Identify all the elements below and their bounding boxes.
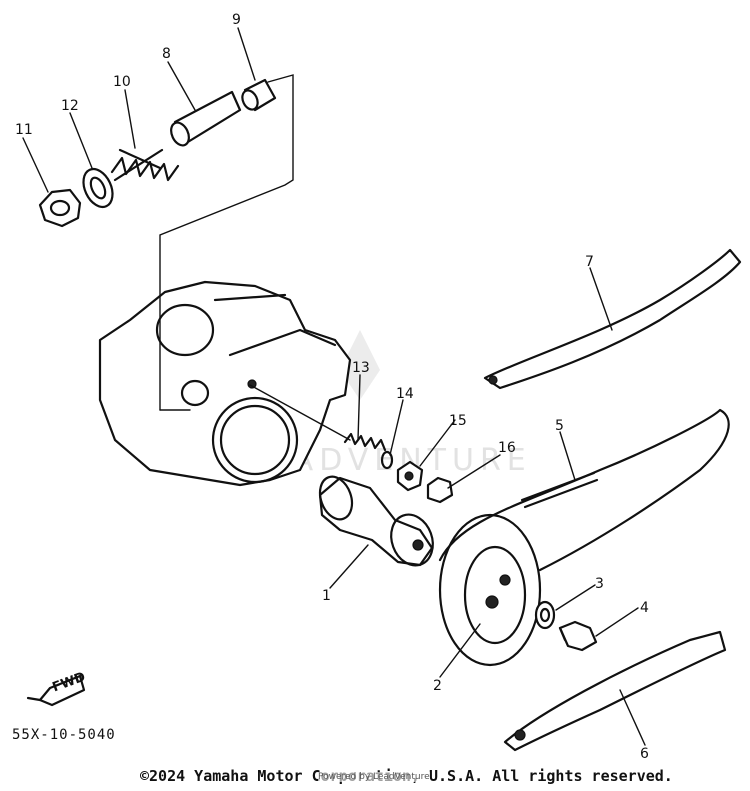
callout-14: 14 xyxy=(396,386,414,402)
part-10-spring xyxy=(110,148,180,182)
caption-overlay: Powered by LeadVenture xyxy=(318,772,430,782)
part-16-cap xyxy=(426,476,454,504)
guide-lines xyxy=(159,74,351,441)
part-3-washer xyxy=(534,600,556,630)
fwd-arrow-icon xyxy=(26,674,86,707)
part-14-o-ring xyxy=(380,450,394,470)
part-12-washer xyxy=(82,167,114,209)
callout-11: 11 xyxy=(15,122,33,138)
part-4-bolt xyxy=(558,620,598,652)
callout-3: 3 xyxy=(595,576,604,592)
callout-4: 4 xyxy=(640,600,649,616)
engine-case xyxy=(98,280,352,487)
part-5-chain xyxy=(438,408,730,572)
callout-6: 6 xyxy=(640,746,649,762)
part-7-chain-guide xyxy=(483,248,742,390)
callout-numbers: 9 8 10 12 11 13 14 15 16 7 5 1 2 3 4 6 xyxy=(15,12,649,762)
callout-12: 12 xyxy=(61,98,79,114)
part-1-camshaft xyxy=(318,475,434,567)
part-15-nut xyxy=(396,460,424,492)
callout-1: 1 xyxy=(322,588,331,604)
callout-leaders xyxy=(22,27,646,746)
diagram-part-code: 55X-10-5040 xyxy=(12,727,116,743)
callout-16: 16 xyxy=(498,440,516,456)
callout-10: 10 xyxy=(113,74,131,90)
callout-7: 7 xyxy=(585,254,594,270)
callout-15: 15 xyxy=(449,413,467,429)
part-9-cap xyxy=(241,78,277,112)
callout-9: 9 xyxy=(232,12,241,28)
copyright-notice: ©2024 Yamaha Motor Corporation, U.S.A. A… xyxy=(140,767,673,785)
part-11-bolt xyxy=(38,188,82,228)
callout-8: 8 xyxy=(162,46,171,62)
part-13-spring xyxy=(343,432,387,452)
callout-2: 2 xyxy=(433,678,442,694)
part-6-chain-guide xyxy=(503,630,727,752)
part-8-tensioner-rod xyxy=(170,90,242,147)
callout-13: 13 xyxy=(352,360,370,376)
callout-5: 5 xyxy=(555,418,564,434)
part-2-sprocket xyxy=(438,513,542,667)
